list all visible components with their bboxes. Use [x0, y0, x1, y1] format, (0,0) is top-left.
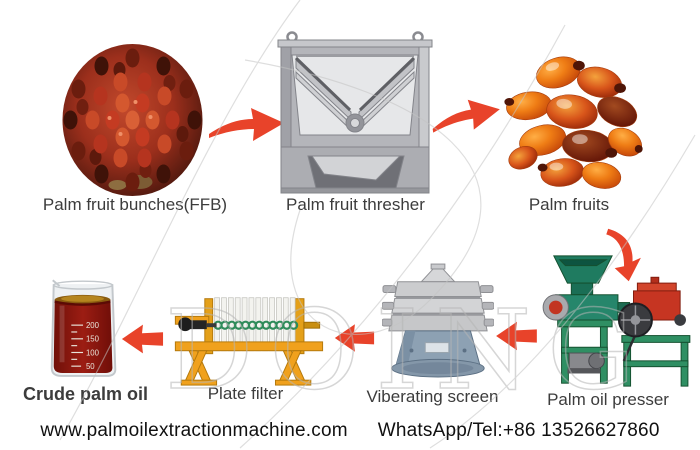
palm-oil-presser-icon [536, 252, 696, 390]
palm-fruits-icon [500, 45, 648, 197]
footer-contact: WhatsApp/Tel:+86 13526627860 [377, 420, 660, 441]
footer-website: www.palmoilextractionmachine.com [40, 420, 348, 441]
stage-label-screen: Viberating screen [366, 387, 499, 406]
flow-arrow-left-1-icon [120, 320, 164, 358]
flow-arrow-left-2-icon [333, 320, 375, 356]
plate-filter-icon [167, 283, 329, 389]
stage-label-fruits: Palm fruits [528, 195, 610, 214]
flow-arrow-right-1-icon [208, 98, 286, 148]
beaker-graduation-50: 50 [86, 362, 95, 371]
stage-label-presser: Palm oil presser [547, 390, 669, 409]
palm-fruit-thresher-icon [276, 28, 436, 198]
stage-label-ffb: Palm fruit bunches(FFB) [42, 195, 228, 214]
vibrating-screen-icon [382, 262, 494, 384]
beaker-graduation-150: 150 [86, 335, 100, 344]
stage-label-crude-oil: Crude palm oil [22, 384, 148, 404]
flow-arrow-right-2-icon [427, 83, 506, 145]
stage-label-thresher: Palm fruit thresher [286, 195, 425, 214]
stage-label-plate-filter: Plate filter [207, 384, 284, 403]
beaker-graduation-200: 200 [86, 321, 100, 330]
footer-bar: www.palmoilextractionmachine.com WhatsAp… [0, 420, 700, 442]
crude-oil-beaker-icon: 200 150 100 50 [42, 278, 126, 384]
palm-fruit-bunch-icon [40, 32, 225, 202]
flow-arrow-left-3-icon [494, 318, 538, 354]
beaker-graduation-100: 100 [86, 348, 100, 357]
